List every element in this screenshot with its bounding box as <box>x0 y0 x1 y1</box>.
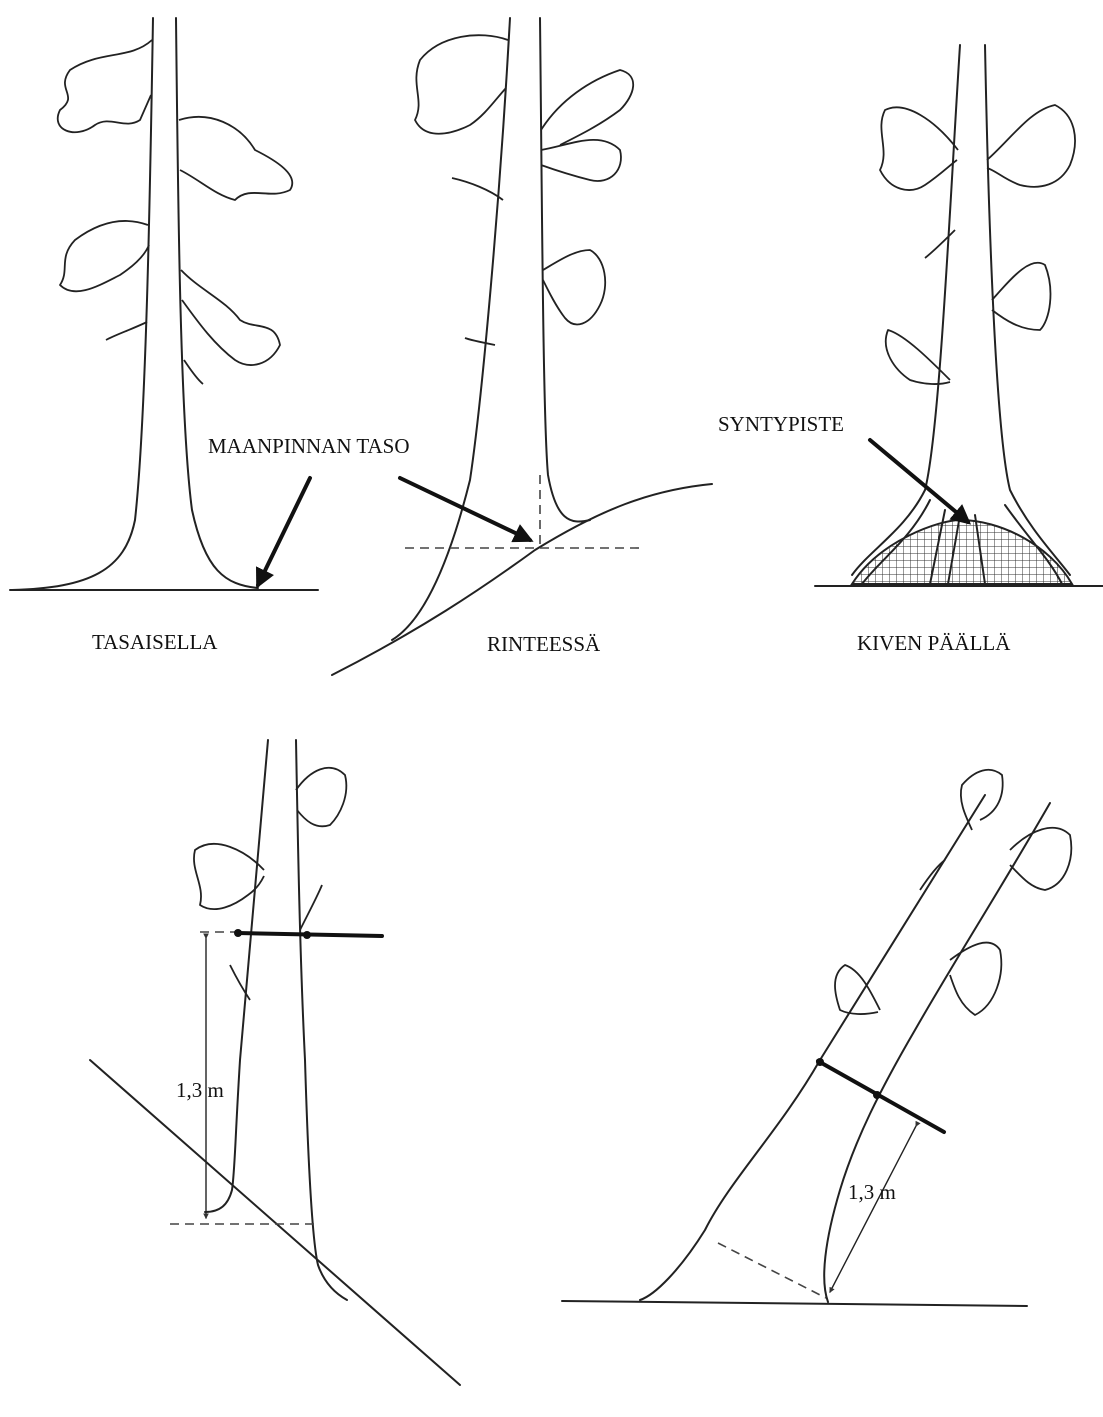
branch-foliage <box>987 105 1075 187</box>
flat-ground-caption: TASAISELLA <box>92 632 217 653</box>
height-1-3m-label-left: 1,3 m <box>176 1080 224 1101</box>
trunk-left-edge <box>12 18 153 590</box>
tree-leaning <box>562 770 1071 1306</box>
branch-foliage <box>925 230 955 258</box>
height-1-3m-label-right: 1,3 m <box>848 1182 896 1203</box>
ground-level-label: MAANPINNAN TASO <box>208 436 410 457</box>
trunk-left-edge <box>852 45 960 575</box>
branch-foliage <box>452 178 503 200</box>
branch-foliage <box>465 338 495 345</box>
branch-foliage <box>541 70 633 145</box>
breast-height-line <box>818 1061 944 1132</box>
trunk-left-edge <box>392 18 510 640</box>
rock <box>852 520 1072 584</box>
origin-point-arrow <box>870 440 968 522</box>
branch-foliage <box>835 965 880 1014</box>
slope-caption: RINTEESSÄ <box>487 634 600 655</box>
branch-foliage <box>60 221 149 291</box>
branch-foliage <box>541 140 621 181</box>
measure-1-3m <box>830 1126 916 1292</box>
ground-level-arrow-slope <box>400 478 530 540</box>
slope-ground <box>90 1060 460 1385</box>
tree-on-slope <box>332 18 712 675</box>
branch-foliage <box>950 943 1001 1015</box>
branch-foliage <box>184 360 203 384</box>
branch-foliage <box>296 768 346 827</box>
branch-foliage <box>179 117 292 200</box>
trunk-right-edge <box>296 740 347 1300</box>
branch-foliage <box>415 35 508 134</box>
origin-point-label: SYNTYPISTE <box>718 414 844 435</box>
trunk-right-edge <box>985 45 1070 575</box>
on-rock-caption: KIVEN PÄÄLLÄ <box>857 633 1010 654</box>
branch-foliage <box>1010 828 1071 890</box>
tree-on-rock <box>815 45 1103 586</box>
trunk-right-edge <box>176 18 258 588</box>
ground-level-arrow <box>258 478 310 585</box>
branch-foliage <box>992 263 1050 330</box>
perpendicular-dashed <box>718 1243 826 1298</box>
trunk-right-edge <box>540 18 590 522</box>
trunk-right-edge <box>824 803 1050 1302</box>
branch-foliage <box>106 322 147 340</box>
tree-breast-height-slope <box>90 740 460 1385</box>
tree-flat-ground <box>10 18 318 590</box>
branch-foliage <box>880 107 958 190</box>
branch-foliage <box>181 270 280 365</box>
ground-line <box>562 1301 1027 1306</box>
branch-foliage <box>58 40 152 132</box>
branch-foliage <box>300 885 322 930</box>
branch-foliage <box>543 250 605 324</box>
